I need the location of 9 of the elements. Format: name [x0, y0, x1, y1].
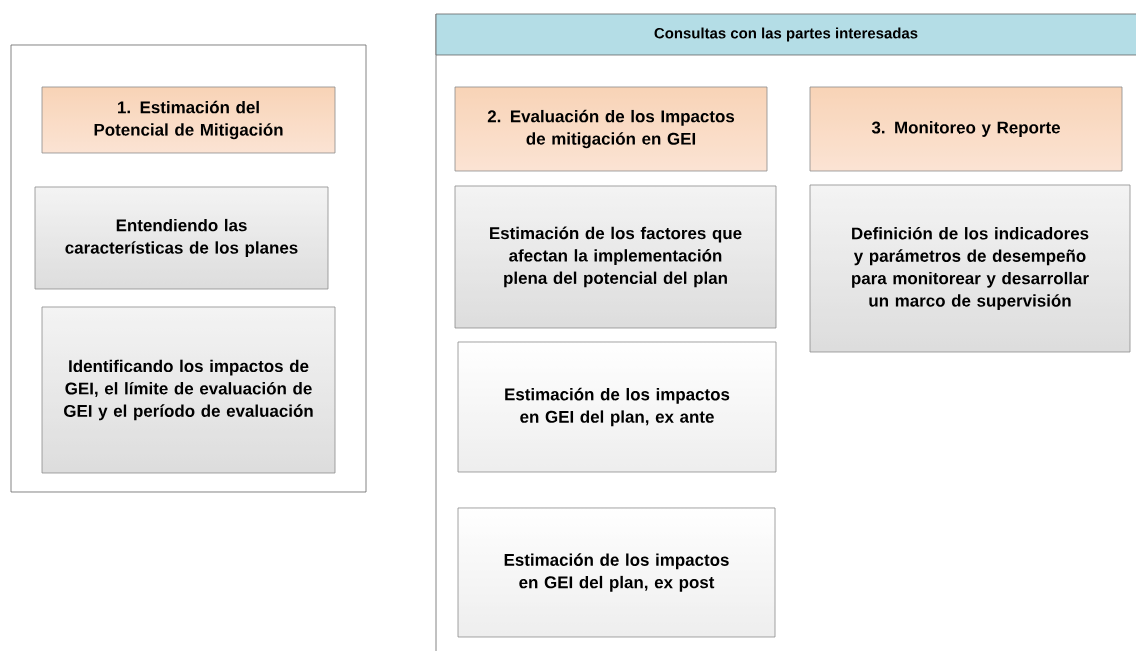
- task-box: Definición de los indicadores y parámetros de desempeño para monitorear y desarrollar un marco de supervisión: [809, 184, 1131, 353]
- task-box: Estimación de los factores que afectan la implementación plena del potencial del plan: [454, 185, 777, 329]
- task-box: Entendiendo las características de los planes: [34, 186, 329, 290]
- task-box: Estimación de los impactos en GEI del plan, ex ante: [457, 341, 777, 473]
- task-box: Identificando los impactos de GEI, el límite de evaluación de GEI y el período de evaluación: [41, 306, 336, 474]
- task-box: Estimación de los impactos en GEI del plan, ex post: [457, 507, 776, 638]
- step-heading-box: 1. Estimación del Potencial de Mitigación: [41, 86, 336, 154]
- step-heading-box: 2. Evaluación de los Impactos de mitigación en GEI: [454, 86, 768, 172]
- step-heading-box: 3. Monitoreo y Reporte: [809, 86, 1123, 172]
